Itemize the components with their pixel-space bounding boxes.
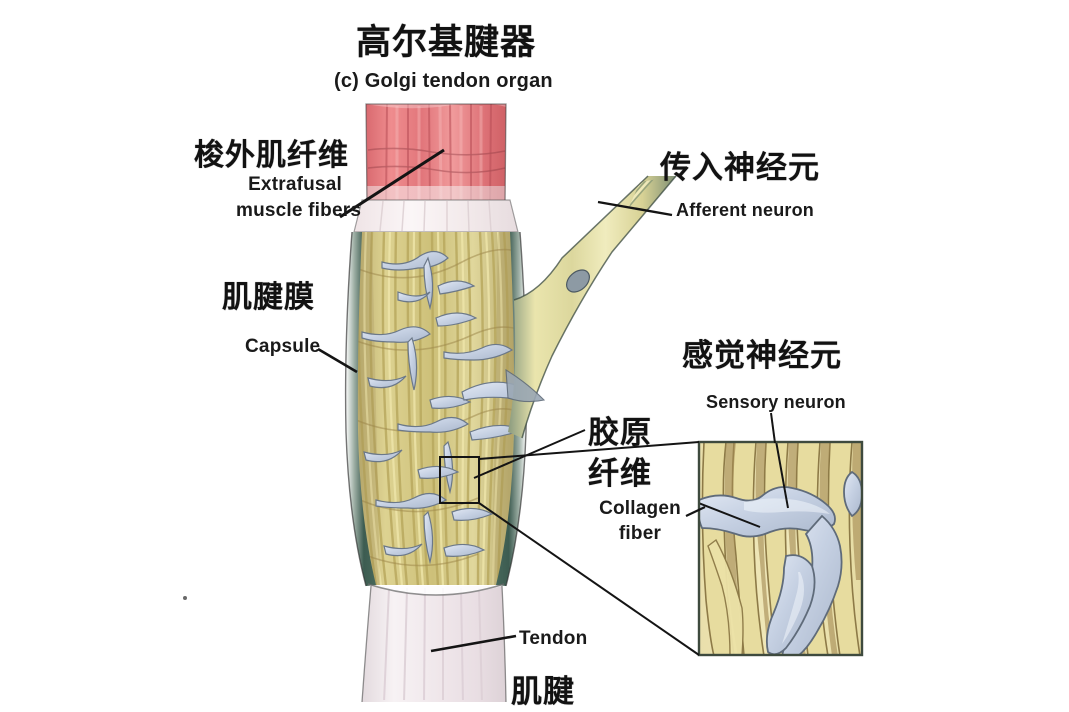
- label-sensory-en: Sensory neuron: [706, 392, 846, 412]
- tendon-trunk: [361, 583, 507, 703]
- afferent-nerve-bundle: [505, 175, 677, 439]
- label-tendon-en: Tendon: [519, 628, 588, 649]
- nerve-node: [566, 269, 590, 293]
- inset-collagen-leader: [699, 502, 761, 528]
- page-title-en: (c) Golgi tendon organ: [334, 70, 553, 92]
- page-title-cn: 高尔基腱器: [356, 23, 537, 62]
- leader-tendon: [430, 634, 517, 653]
- leader-magnify-top: [478, 441, 700, 460]
- leader-capsule: [317, 347, 358, 374]
- leader-collagen-body: [473, 429, 586, 479]
- extrafusal-muscle-fibers: [365, 103, 507, 207]
- label-afferent-cn: 传入神经元: [660, 150, 820, 185]
- label-collagen-cn: 胶原 纤维: [588, 415, 652, 491]
- leader-lines: [317, 148, 776, 656]
- tendon-transition-band: [353, 199, 519, 233]
- magnified-inset: [697, 440, 864, 657]
- magnifier-source-box: [439, 456, 480, 504]
- leader-collagen: [685, 506, 706, 517]
- leader-sensory: [770, 412, 776, 444]
- inset-sensory-leader: [775, 442, 789, 509]
- label-capsule-en: Capsule: [245, 336, 321, 357]
- label-extrafusal-en: Extrafusal muscle fibers: [236, 174, 362, 221]
- capsule-wall-left: [345, 232, 376, 586]
- label-extrafusal-cn: 梭外肌纤维: [194, 139, 349, 172]
- stray-mark: [183, 596, 187, 600]
- label-capsule-cn: 肌腱膜: [222, 281, 315, 314]
- leader-extrafusal: [339, 148, 445, 219]
- label-tendon-cn: 肌腱: [511, 674, 575, 709]
- label-collagen-en: Collagen fiber: [599, 498, 681, 544]
- label-afferent-en: Afferent neuron: [676, 200, 814, 220]
- nerve-endings: [361, 250, 520, 565]
- leader-afferent: [597, 200, 673, 217]
- collagen-fiber-bundles: [352, 232, 520, 585]
- label-sensory-cn: 感觉神经元: [682, 338, 842, 373]
- leader-magnify-bottom: [478, 502, 700, 656]
